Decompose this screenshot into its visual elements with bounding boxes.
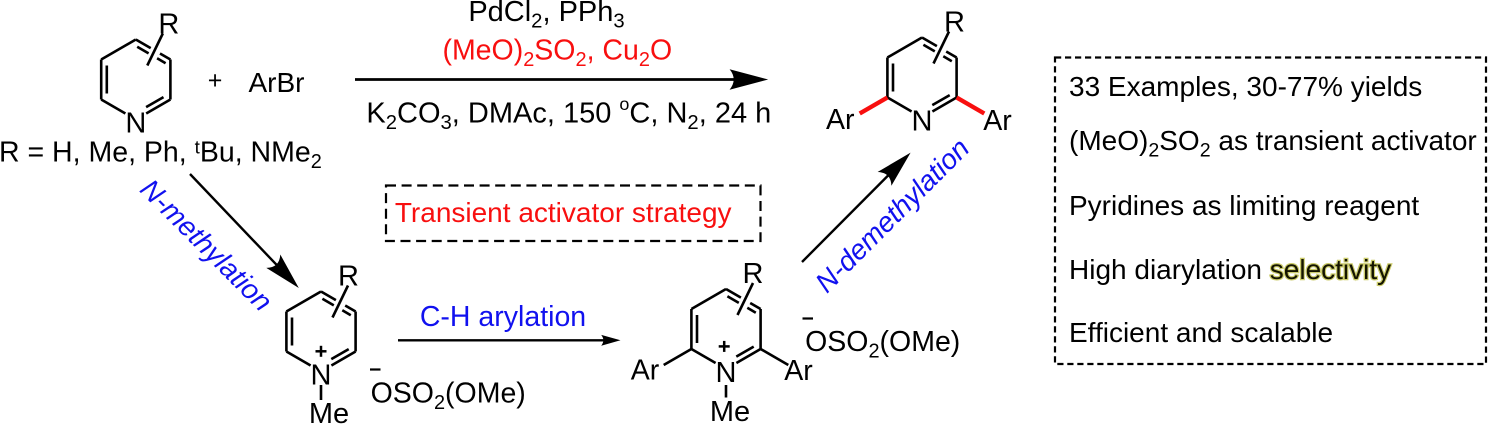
svg-text:Efficient and scalable: Efficient and scalable bbox=[1069, 317, 1333, 348]
svg-text:OSO2(OMe): OSO2(OMe) bbox=[805, 326, 960, 363]
svg-text:selectivity: selectivity bbox=[1270, 254, 1391, 285]
svg-text:C-H arylation: C-H arylation bbox=[420, 301, 586, 333]
svg-text:Me: Me bbox=[710, 396, 750, 425]
svg-text:N: N bbox=[125, 108, 146, 140]
svg-text:K2CO3, DMAc, 150 oC, N2, 24 h: K2CO3, DMAc, 150 oC, N2, 24 h bbox=[366, 94, 771, 134]
svg-text:ArBr: ArBr bbox=[249, 67, 305, 98]
svg-text:Pyridines as limiting reagent: Pyridines as limiting reagent bbox=[1069, 190, 1419, 221]
svg-text:R = H, Me, Ph, tBu, NMe2: R = H, Me, Ph, tBu, NMe2 bbox=[0, 137, 322, 174]
svg-text:Transient activator strategy: Transient activator strategy bbox=[395, 197, 732, 228]
svg-text:R: R bbox=[944, 7, 965, 39]
svg-text:OSO2(OMe): OSO2(OMe) bbox=[371, 378, 526, 415]
svg-text:N: N bbox=[716, 357, 737, 389]
svg-text:N: N bbox=[311, 360, 332, 392]
svg-text:PdCl2, PPh3: PdCl2, PPh3 bbox=[468, 0, 624, 33]
svg-text:Ar: Ar bbox=[631, 355, 660, 387]
svg-text:R: R bbox=[338, 261, 359, 293]
svg-text:(MeO)2SO2, Cu2O: (MeO)2SO2, Cu2O bbox=[442, 35, 672, 72]
svg-text:R: R bbox=[743, 258, 764, 290]
svg-text:Ar: Ar bbox=[826, 104, 855, 136]
svg-text:High diarylation selectivity: High diarylation selectivity bbox=[1069, 254, 1391, 285]
svg-text:33 Examples, 30-77% yields: 33 Examples, 30-77% yields bbox=[1069, 71, 1422, 102]
svg-text:(MeO)2SO2 as transient activat: (MeO)2SO2 as transient activator bbox=[1069, 125, 1477, 162]
svg-text:N: N bbox=[912, 106, 933, 138]
svg-text:Ar: Ar bbox=[784, 355, 813, 387]
svg-text:Me: Me bbox=[309, 398, 349, 425]
svg-text:Ar: Ar bbox=[983, 105, 1012, 137]
svg-text:+: + bbox=[208, 66, 223, 94]
svg-text:R: R bbox=[158, 9, 179, 41]
